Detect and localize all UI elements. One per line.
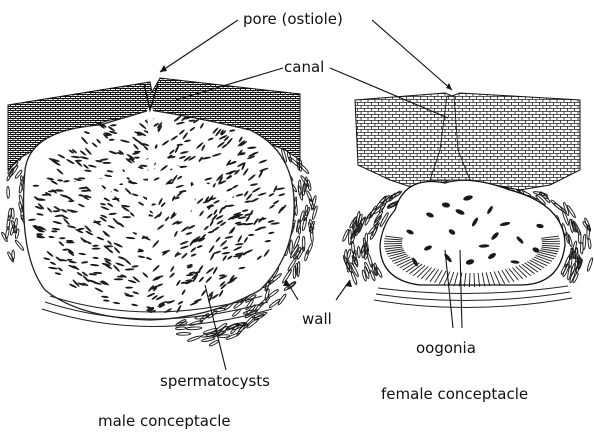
wall-filament [14, 239, 24, 251]
wall-filament [566, 205, 576, 218]
wall-filament [304, 250, 310, 261]
label-pore: pore (ostiole) [243, 10, 343, 28]
wall-filament [254, 301, 264, 312]
wall-filament [19, 179, 24, 194]
paraphysis-hair [384, 241, 402, 242]
paraphysis-hair [474, 273, 475, 287]
wall-filament [226, 332, 240, 340]
wall-filament [587, 257, 594, 271]
wall-filament [553, 202, 567, 214]
wall-filament [293, 266, 296, 279]
arrowhead-wall-left [283, 280, 290, 286]
wall-filament [201, 337, 215, 342]
wall-filament [175, 327, 186, 330]
wall-filament [581, 242, 584, 254]
male-conceptacle-group [1, 78, 318, 347]
label-canal: canal [284, 58, 324, 76]
spermatocyst-dash [102, 162, 112, 164]
label-female-conceptacle: female conceptacle [381, 385, 528, 403]
wall-filament [306, 243, 313, 255]
wall-filament [11, 208, 14, 219]
wall-filament [7, 251, 15, 262]
wall-filament [550, 199, 563, 211]
pore-leader-female [372, 20, 452, 90]
wall-filament [186, 327, 202, 330]
wall-filament [5, 226, 10, 239]
spermatocyst-dash [66, 240, 74, 242]
female-base-layer [374, 286, 572, 308]
arrowhead-wall-right [345, 280, 352, 287]
wall-filament [345, 250, 348, 263]
wall-filament [10, 224, 16, 235]
label-wall: wall [302, 310, 332, 328]
wall-filament [176, 332, 191, 335]
wall-filament [357, 246, 360, 257]
wall-filament [369, 205, 378, 218]
pore-leader-male [160, 20, 238, 72]
spermatocyst-dash [117, 276, 125, 278]
wall-filament [293, 235, 301, 249]
label-spermatocysts: spermatocysts [160, 372, 270, 390]
wall-filament [1, 232, 9, 242]
wall-filament [312, 206, 318, 220]
label-oogonia: oogonia [416, 339, 476, 357]
label-male-conceptacle: male conceptacle [98, 412, 231, 430]
paraphysis-hair [469, 273, 470, 287]
wall-filament [7, 186, 10, 198]
arrowhead-pore-female [446, 83, 452, 90]
wall-filament [187, 335, 201, 342]
paraphysis-hair [542, 241, 560, 242]
wall-filament [189, 320, 203, 326]
female-conceptacle-group [342, 93, 594, 308]
wall-filament [268, 298, 280, 308]
